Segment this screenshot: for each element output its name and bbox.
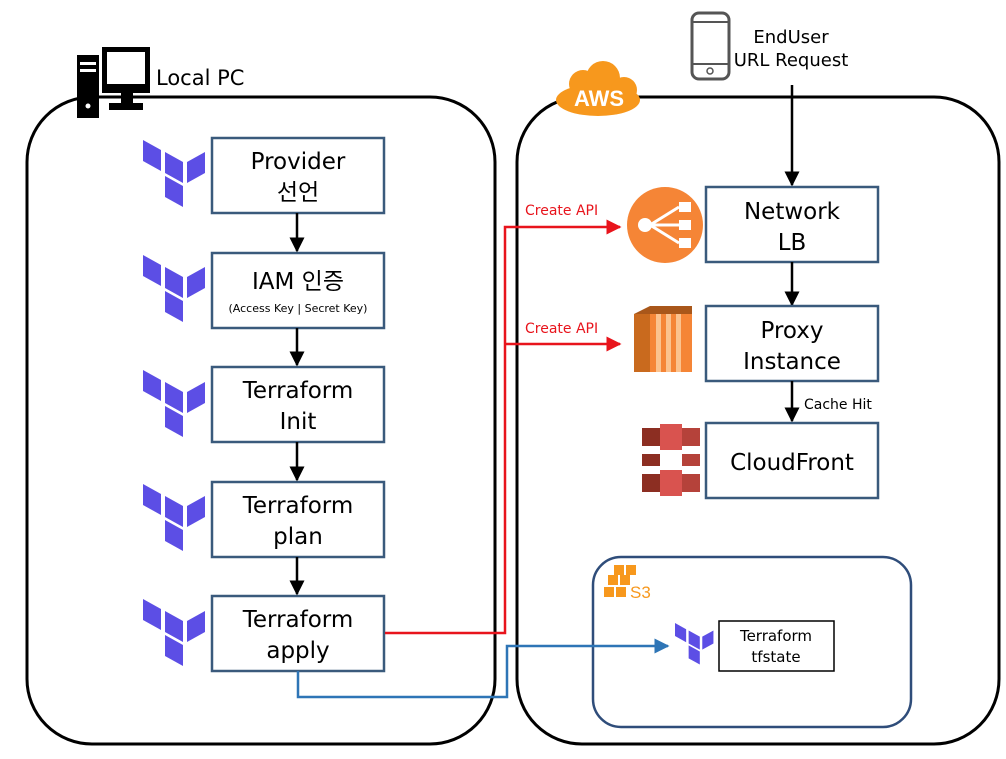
proxy-label: Proxy [760, 318, 823, 344]
terraform-icon [143, 484, 205, 551]
iam-box [210, 251, 386, 330]
terraform-plan-label: Terraform [242, 493, 354, 519]
network-lb-sub-label: LB [778, 230, 807, 256]
cloudfront-icon [642, 424, 700, 496]
provider-sub-label: 선언 [277, 180, 319, 206]
create-api-connector [385, 219, 622, 635]
iam-label: IAM 인증 [252, 269, 344, 295]
aws-container [515, 95, 1001, 746]
proxy-sub-label: Instance [743, 349, 841, 375]
create-api-label: Create API [525, 203, 598, 219]
smartphone-icon [690, 11, 731, 81]
load-balancer-icon [627, 187, 703, 263]
cache-hit-label: Cache Hit [804, 397, 872, 413]
create-api-label: Create API [525, 321, 598, 337]
tfstate-connector [296, 638, 670, 699]
s3-bucket-icon [604, 565, 636, 597]
network-lb-box [704, 185, 880, 264]
local-pc-label: Local PC [156, 66, 244, 90]
s3-label: S3 [630, 583, 651, 602]
provider-label: Provider [251, 149, 346, 175]
terraform-apply-sub-label: apply [266, 638, 329, 664]
local-pc-container [25, 95, 497, 746]
aws-cloud-icon: AWS [556, 61, 640, 116]
cloudfront-box [704, 421, 880, 500]
tfstate-label: Terraform [739, 627, 812, 645]
local-pc-group: Local PC Provider 선언 IAM 인증 (Access Key … [25, 47, 497, 746]
terraform-icon [143, 140, 205, 207]
terraform-plan-sub-label: plan [273, 524, 323, 550]
terraform-icon [143, 255, 205, 322]
terraform-init-sub-label: Init [280, 409, 317, 435]
terraform-icon [143, 599, 205, 666]
cloudfront-label: CloudFront [730, 450, 854, 476]
terraform-init-box [210, 365, 386, 444]
tfstate-box [718, 620, 835, 672]
enduser-label: EndUser [753, 27, 829, 48]
s3-container [591, 555, 913, 729]
terraform-apply-box [210, 594, 386, 673]
ec2-instance-icon [634, 306, 692, 372]
terraform-init-label: Terraform [242, 378, 354, 404]
terraform-icon [675, 623, 714, 665]
tfstate-sub-label: tfstate [751, 648, 800, 666]
url-request-label: URL Request [734, 50, 849, 71]
terraform-icon [143, 370, 205, 437]
aws-group: AWS EndUser URL Request Network LB [515, 11, 1001, 746]
aws-label: AWS [574, 86, 624, 111]
computer-icon [77, 47, 150, 118]
terraform-apply-label: Terraform [242, 607, 354, 633]
iam-sub-label: (Access Key | Secret Key) [229, 302, 368, 315]
network-lb-label: Network [744, 199, 841, 225]
